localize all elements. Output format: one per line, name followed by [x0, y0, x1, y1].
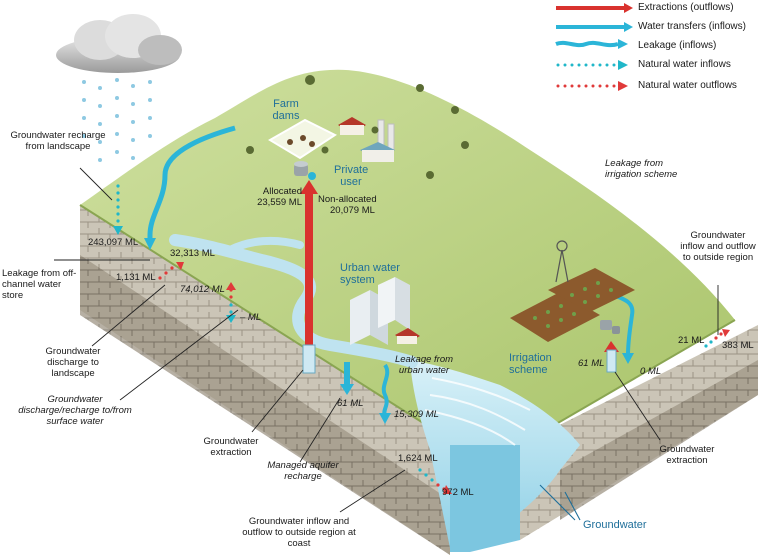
- urban-buildings-icon: [350, 277, 420, 345]
- windmill-icon: [555, 240, 569, 283]
- value-offchannel: 1,131 ML: [116, 272, 156, 283]
- value-irrigation-leak: 0 ML: [640, 366, 662, 377]
- grass-surface: [80, 69, 735, 446]
- value-outside-in: 21 ML: [678, 335, 705, 346]
- value-irrigation-extraction: 61 ML: [578, 358, 605, 369]
- value-surface-exchange: 74,012 ML: [180, 284, 225, 295]
- legend-label: Water transfers (inflows): [638, 21, 746, 32]
- leakage-arrow-urban: [379, 363, 391, 424]
- area-label-groundwater: Groundwater: [583, 519, 647, 531]
- value-recharge: 243,097 ML: [88, 237, 139, 248]
- annotation-managed-recharge: Managed aquifer recharge: [267, 460, 339, 482]
- water-tank-icon: [294, 161, 316, 180]
- natural-flow-coast: [418, 468, 452, 494]
- annotation-recharge-landscape: Groundwater recharge from landscape: [10, 130, 106, 152]
- legend-item-leakage: Leakage (inflows): [556, 40, 756, 54]
- annotation-leader-lines: [54, 167, 719, 513]
- trees: [246, 75, 469, 179]
- legend-symbols: [555, 3, 633, 91]
- area-label-farm-dams: Farm dams: [272, 98, 300, 122]
- sea-front-face: [450, 445, 520, 552]
- farmhouse-icon: [338, 117, 366, 135]
- value-coast-in: 1,624 ML: [398, 453, 438, 464]
- soil-face-right-dark: [560, 360, 758, 520]
- irrigation-tank-icon: [600, 320, 620, 334]
- value-non-allocated: 20,079 ML: [330, 205, 375, 216]
- value-coast-out: 972 ML: [442, 487, 474, 498]
- annotation-outside-region: Groundwater inflow and outflow to outsid…: [680, 230, 756, 263]
- annotation-leakage-offchannel: Leakage from off-channel water store: [2, 268, 77, 301]
- bore-well-right: [606, 349, 617, 373]
- river-upper: [226, 236, 304, 254]
- area-label-urban-water-system: Urban water system: [340, 262, 400, 286]
- legend-label: Natural water outflows: [638, 80, 737, 91]
- value-allocated: 23,559 ML: [257, 197, 302, 208]
- groundwater-leader-lines: [539, 484, 581, 521]
- natural-flow-outside: [704, 329, 730, 348]
- legend-item-natural-inflows: Natural water inflows: [556, 59, 756, 73]
- extraction-arrow-left: [300, 180, 318, 350]
- value-outside-out: 383 ML: [722, 340, 754, 351]
- annotation-allocated: Allocated: [262, 186, 302, 197]
- factory-icon: [360, 119, 395, 162]
- crop-field-icon: [510, 268, 635, 342]
- annotation-coast-flow: Groundwater inflow and outflow to outsid…: [242, 516, 356, 549]
- legend-label: Leakage (inflows): [638, 40, 717, 51]
- value-surface-dash: – ML: [240, 312, 262, 323]
- annotation-discharge-surface: Groundwater discharge/recharge to/from s…: [18, 394, 132, 427]
- annotation-gw-extraction-left: Groundwater extraction: [203, 436, 259, 458]
- legend-item-natural-outflows: Natural water outflows: [556, 80, 756, 94]
- bore-well-left: [302, 344, 316, 374]
- legend-label: Natural water inflows: [638, 59, 731, 70]
- value-discharge-landscape: 32,313 ML: [170, 248, 215, 259]
- natural-outflow-landscape: [158, 262, 184, 280]
- rain-drops: [82, 78, 152, 162]
- annotation-leakage-irrigation: Leakage from irrigation scheme: [605, 158, 678, 180]
- annotation-gw-extraction-right: Groundwater extraction: [659, 444, 715, 466]
- legend-item-water-transfers: Water transfers (inflows): [556, 21, 756, 35]
- area-label-private-user: Private user: [334, 164, 369, 188]
- water-transfer-arrow: [340, 362, 354, 395]
- soil-face-left-dark: [80, 255, 450, 555]
- area-label-irrigation-scheme: Irrigation scheme: [509, 352, 552, 376]
- annotation-leakage-urban: Leakage from urban water: [394, 354, 454, 376]
- farm-dams-paddock: [268, 118, 338, 160]
- annotation-non-allocated: Non-allocated: [318, 194, 377, 205]
- value-urban-leak: 15,309 ML: [394, 409, 439, 420]
- value-managed-recharge: 61 ML: [337, 398, 364, 409]
- annotation-discharge-landscape: Groundwater discharge to landscape: [45, 346, 101, 379]
- legend-label: Extractions (outflows): [638, 2, 734, 13]
- natural-inflow-recharge: [113, 184, 123, 235]
- rain-cloud-icon: [56, 14, 182, 73]
- legend-item-extractions: Extractions (outflows): [556, 2, 756, 16]
- leakage-arrow-offchannel: [144, 125, 236, 250]
